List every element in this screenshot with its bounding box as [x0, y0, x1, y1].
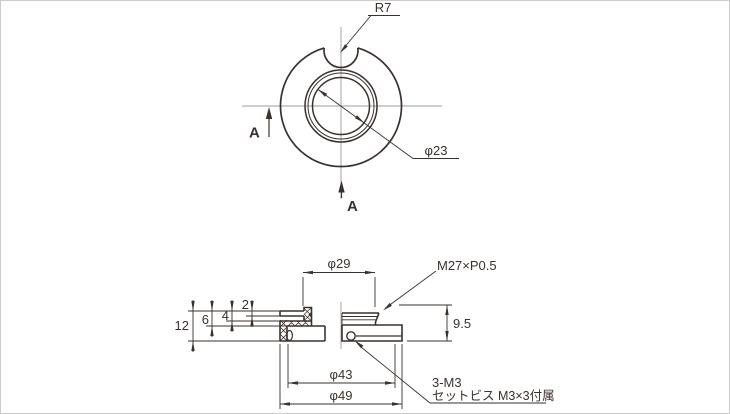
section-view: 12 6 4 2 φ29 M27×P0.5	[175, 256, 555, 409]
notch-arc	[323, 47, 359, 69]
arrowhead	[354, 340, 364, 349]
dim-12-label: 12	[175, 318, 189, 333]
outer-circle-with-notch	[279, 47, 403, 168]
arrowhead	[445, 305, 449, 315]
arrowhead	[230, 301, 234, 311]
leader-thread-spec: M27×P0.5	[383, 258, 497, 311]
arrowhead	[365, 270, 375, 275]
section-label: A	[249, 125, 260, 142]
notch-radius-label: R7	[375, 0, 392, 15]
arrowhead	[288, 381, 298, 385]
thread-circle	[307, 72, 375, 140]
section-marker-left: A	[249, 107, 273, 142]
bore-circle	[311, 76, 371, 136]
thread-nick	[308, 312, 312, 318]
arrowhead	[383, 302, 392, 311]
dim-body-height: 9.5	[399, 304, 471, 342]
dim-line	[317, 89, 414, 159]
leader-setscrew-note: 3-M3 セットビス M3×3付属	[354, 340, 555, 404]
part-outline-right	[341, 312, 403, 342]
arrowhead	[280, 402, 290, 406]
section-label: A	[347, 198, 358, 215]
arrowhead	[392, 402, 402, 406]
thread-end-chamfer	[374, 312, 380, 325]
arrowhead	[210, 301, 214, 311]
section-marker-bottom: A	[338, 180, 358, 215]
crosshatch-boss-wall	[303, 307, 312, 322]
dim-cascade-left: 12 6 4 2	[175, 297, 287, 352]
section-arrowhead	[265, 107, 273, 119]
arrowhead	[340, 44, 348, 53]
leader-line	[360, 346, 431, 404]
crosshatch-left-column	[279, 319, 288, 342]
leader-line	[384, 270, 437, 309]
section-arrowhead	[338, 180, 345, 193]
arrowhead	[385, 381, 395, 385]
crosshatch-mid-ring	[287, 320, 310, 327]
dim-6-label: 6	[202, 312, 209, 327]
arrowhead	[210, 326, 214, 336]
leader-notch-radius: R7	[340, 0, 400, 53]
arrowhead	[230, 321, 234, 331]
dim-4-label: 4	[222, 308, 229, 323]
setscrew-hole-side-ellipse	[286, 329, 294, 342]
top-view: φ23 R7 A A	[242, 0, 459, 215]
arrowhead	[317, 89, 328, 97]
outer-diameter-label: φ49	[330, 388, 353, 403]
setscrew-note-label: セットビス M3×3付属	[432, 389, 555, 403]
arrowhead	[191, 301, 195, 311]
dim-boss-diameter: φ29	[302, 256, 376, 307]
dim-inner-diameter: φ43	[287, 344, 396, 388]
boss-diameter-label: φ29	[328, 256, 351, 271]
thread-spec-label: M27×P0.5	[437, 258, 497, 273]
arrowhead	[250, 316, 254, 326]
body-height-label: 9.5	[453, 316, 471, 331]
dim-2-label: 2	[242, 297, 249, 312]
arrowhead	[191, 341, 195, 351]
boss-circle	[304, 69, 378, 143]
arrowhead	[445, 331, 449, 341]
setscrew-count-label: 3-M3	[432, 375, 462, 390]
dim-bore-diameter: φ23	[317, 89, 459, 159]
bore-diameter-label: φ23	[425, 143, 448, 158]
inner-diameter-label: φ43	[330, 367, 353, 382]
right-block-outline	[341, 324, 403, 342]
leader-line	[342, 15, 372, 50]
arrowhead	[303, 270, 313, 275]
setscrew-hole-circle	[346, 331, 356, 341]
dim-outer-diameter: φ49	[279, 344, 403, 409]
arrowhead	[250, 301, 254, 311]
arrowhead	[354, 115, 365, 123]
